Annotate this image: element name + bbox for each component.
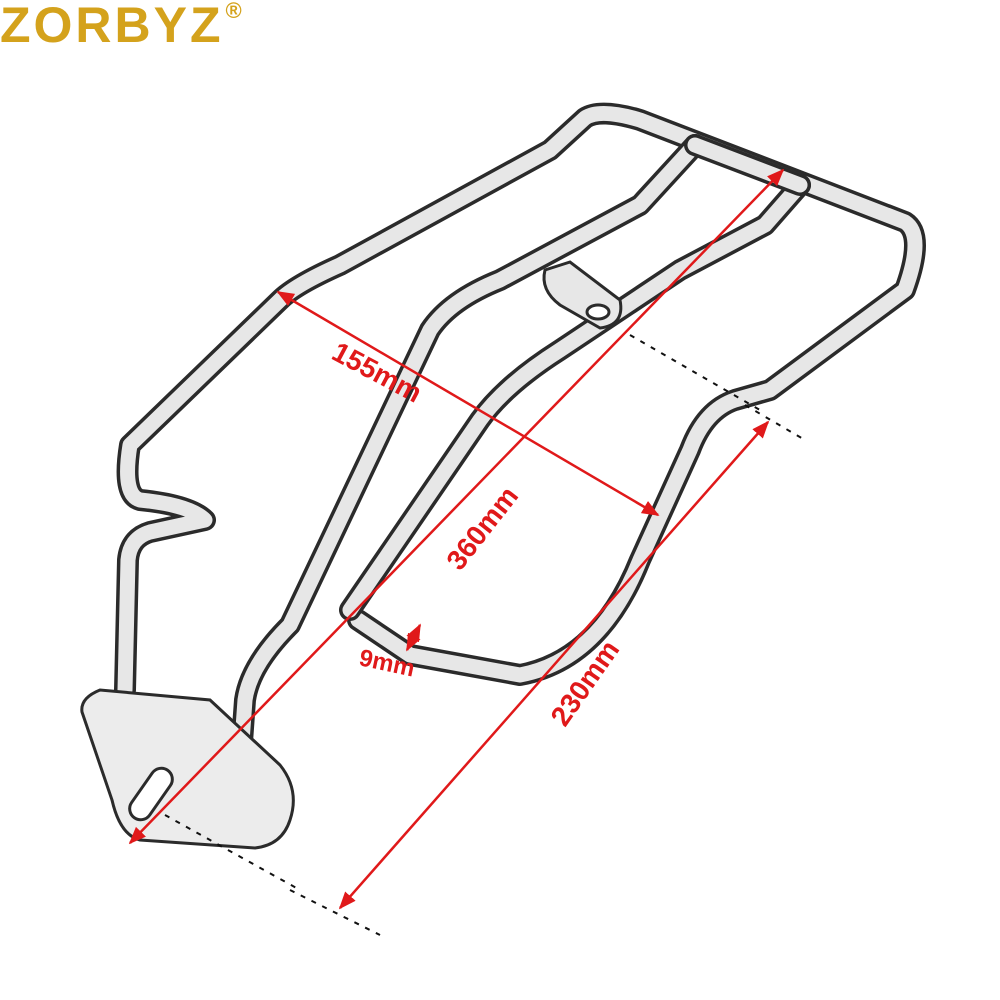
dimension-label-length: 360mm [440,481,524,576]
extension-line-2 [744,404,806,441]
front-bracket-hole [585,303,611,321]
dimension-arrow-length [128,168,785,845]
registered-mark: ® [225,0,242,23]
front-bracket [542,260,623,330]
brand-logo: ZORBYZ® [0,0,242,50]
brand-name: ZORBYZ [0,0,224,53]
extension-line-4 [289,889,381,936]
dimension-arrow-mount [338,420,770,910]
mounting-plate [80,688,295,850]
